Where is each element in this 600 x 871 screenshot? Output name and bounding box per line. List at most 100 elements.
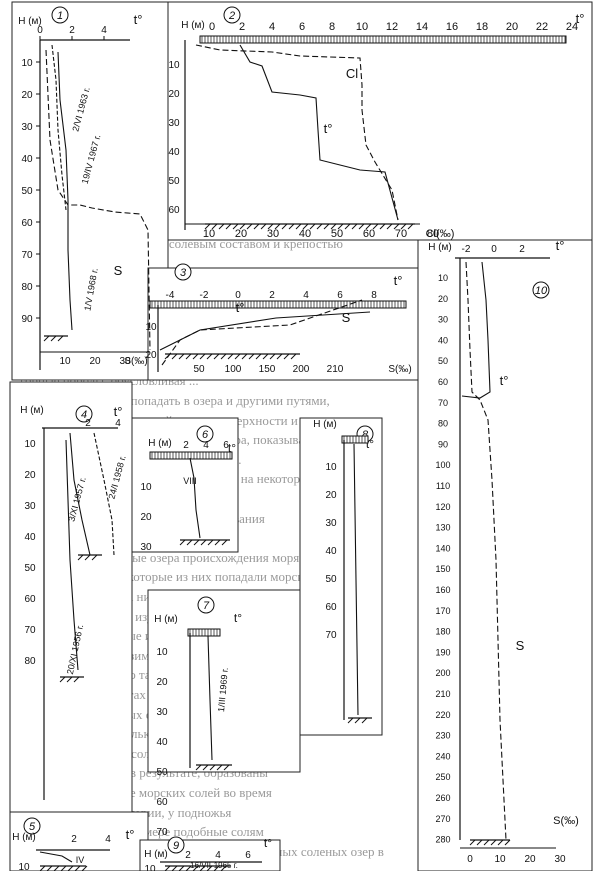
panel-4-bottom-hatch — [91, 554, 98, 561]
panel-9-bottom-hatch — [164, 865, 171, 871]
depth-label: 60 — [156, 797, 168, 808]
panel-2-bottom-hatch — [330, 223, 337, 230]
panel-5-bottom-hatch — [67, 865, 74, 871]
panel-number: 7 — [203, 600, 210, 612]
panel-number: 4 — [81, 409, 87, 421]
axis-title: H (м) — [18, 16, 42, 27]
panel-6-bottom-hatch — [200, 539, 207, 546]
panel-2-bottom-hatch — [295, 223, 302, 230]
tick-label: 14 — [416, 21, 428, 33]
depth-label: 270 — [435, 814, 450, 824]
depth-label: 170 — [435, 606, 450, 616]
depth-label: 30 — [24, 501, 36, 512]
depth-label: 70 — [24, 625, 36, 636]
panel-10-bottom-hatch — [476, 839, 483, 846]
axis-title: H (м) — [181, 20, 205, 31]
depth-label: 210 — [435, 689, 450, 699]
panel-9-bottom-hatch — [220, 865, 227, 871]
depth-label: 20 — [438, 294, 448, 304]
panel-4-bottom-2-hatch — [66, 676, 73, 683]
tick-label: -2 — [462, 244, 471, 255]
panel-3-frame — [147, 267, 419, 381]
depth-label: 160 — [435, 585, 450, 595]
temp-axis-bar — [341, 435, 369, 444]
axis-title: S(‰) — [388, 364, 411, 375]
depth-label: 30 — [325, 518, 337, 529]
tick-label: 4 — [215, 850, 221, 861]
axis-title: Cl(‰) — [426, 228, 455, 240]
depth-label: 70 — [438, 398, 448, 408]
panel-7-bottom-hatch — [209, 764, 216, 771]
depth-label: 40 — [156, 737, 168, 748]
panel-3-bottom-hatch — [164, 353, 171, 360]
axis-title: H (м) — [148, 438, 172, 449]
axis-title: t° — [234, 611, 242, 625]
panel-3-bottom-hatch — [178, 353, 185, 360]
cl-tick-label: 50 — [331, 228, 343, 240]
panel-3-bottom-hatch — [255, 353, 262, 360]
panel-4-bottom-2-hatch — [59, 676, 66, 683]
cl-tick-label: 60 — [363, 228, 375, 240]
panel-3-bottom-hatch — [269, 353, 276, 360]
panel-6-bottom-hatch — [193, 539, 200, 546]
panel-number: 3 — [180, 267, 187, 279]
panel-6-bottom-hatch — [179, 539, 186, 546]
axis-title: H (м) — [313, 419, 337, 430]
temp-axis-bar — [199, 35, 567, 44]
t-curve-1 — [69, 432, 91, 556]
panel-4-bottom-hatch — [84, 554, 91, 561]
depth-label: 90 — [438, 439, 448, 449]
depth-label: 40 — [21, 154, 33, 165]
panel-3-bottom-hatch — [199, 353, 206, 360]
panel-3-bottom-hatch — [185, 353, 192, 360]
panel-2-bottom-hatch — [400, 223, 407, 230]
panel-2-bottom-hatch — [358, 223, 365, 230]
depth-label: 10 — [168, 60, 180, 71]
panel-3-bottom-hatch — [276, 353, 283, 360]
panel-4-bottom-hatch — [77, 554, 84, 561]
panel-2-bottom-hatch — [323, 223, 330, 230]
tick-label: 4 — [101, 25, 107, 36]
depth-label: 60 — [168, 205, 180, 216]
tick-label: 2 — [71, 834, 77, 845]
panel-5-bottom-hatch — [81, 865, 88, 871]
depth-label: 20 — [24, 470, 36, 481]
depth-label: 10 — [21, 58, 33, 69]
axis-title: t° — [394, 273, 403, 288]
panel-10-bottom-hatch — [504, 839, 511, 846]
depth-label: 10 — [145, 322, 157, 333]
tick-label: 0 — [235, 290, 241, 301]
panel-2-bottom-hatch — [281, 223, 288, 230]
panel-1-frame — [11, 1, 169, 381]
panel-number-circle — [223, 6, 241, 24]
panel-2-bottom-hatch — [386, 223, 393, 230]
cl-tick-label: 20 — [235, 228, 247, 240]
axis-title: H (м) — [20, 405, 44, 416]
depth-label: 130 — [435, 523, 450, 533]
panel-8-bottom-hatch — [347, 717, 354, 724]
depth-label: 20 — [168, 89, 180, 100]
depth-label: 80 — [24, 656, 36, 667]
tick-label: 12 — [386, 21, 398, 33]
panel-2-bottom-hatch — [309, 223, 316, 230]
depth-label: 90 — [21, 314, 33, 325]
panel-3-bottom-hatch — [171, 353, 178, 360]
panel-8-bottom-hatch — [354, 717, 361, 724]
depth-label: 40 — [325, 546, 337, 557]
panel-6-frame — [131, 417, 239, 553]
panel-9-bottom-hatch — [199, 865, 206, 871]
panel-7-bottom-hatch — [216, 764, 223, 771]
depth-label: 70 — [325, 630, 337, 641]
tick-label: 0 — [209, 21, 215, 33]
panel-3-bottom-hatch — [283, 353, 290, 360]
depth-label: 220 — [435, 710, 450, 720]
depth-label: 40 — [24, 532, 36, 543]
cl-tick-label: 80 — [427, 228, 439, 240]
date-label: IV — [76, 855, 85, 865]
panel-10-bottom-hatch — [469, 839, 476, 846]
panel-2-bottom-hatch — [239, 223, 246, 230]
tick-label: 0 — [491, 244, 497, 255]
panel-5-bottom-hatch — [39, 865, 46, 871]
panel-3-bottom-hatch — [206, 353, 213, 360]
